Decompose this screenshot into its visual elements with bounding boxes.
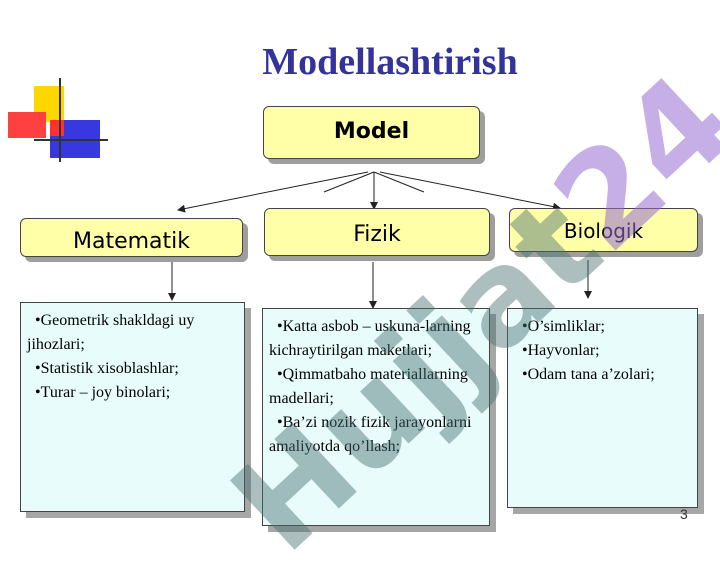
- connector-lines: [168, 171, 592, 309]
- list-fizik: •Katta asbob – uskuna-larning kichraytir…: [262, 308, 490, 526]
- list-biologik: •O’simliklar; •Hayvonlar; •Odam tana a’z…: [507, 308, 698, 508]
- list-item: •Hayvonlar;: [522, 342, 600, 359]
- branch-node-matematik: Matematik: [20, 218, 243, 257]
- list-item: •Odam tana a’zolari;: [522, 366, 655, 383]
- branch-node-label: Matematik: [72, 229, 190, 254]
- branch-node-fizik: Fizik: [264, 208, 490, 256]
- list-item: •Katta asbob – uskuna-larning kichraytir…: [269, 318, 471, 359]
- list-item: •Geometrik shakldagi uy jihozlari;: [27, 312, 195, 353]
- arrow-model-biologik: [379, 171, 561, 211]
- list-item: •Qimmatbaho materiallarning madellari;: [269, 366, 468, 407]
- branch-node-biologik: Biologik: [509, 208, 698, 252]
- list-item: •Turar – joy binolari;: [35, 384, 171, 401]
- branch-node-label: Fizik: [353, 222, 401, 247]
- page-number: 3: [680, 506, 688, 522]
- arrow-model-fan-b: [373, 171, 425, 193]
- list-item: •Ba’zi nozik fizik jarayonlarni amaliyot…: [269, 414, 472, 455]
- list-matematik: •Geometrik shakldagi uy jihozlari; •Stat…: [20, 302, 245, 512]
- root-node: Model: [263, 106, 480, 159]
- list-item: •Statistik xisoblashlar;: [35, 360, 179, 377]
- page-title: Modellashtirish: [262, 41, 518, 83]
- arrow-model-fan-a: [323, 171, 375, 193]
- branch-node-label: Biologik: [563, 219, 644, 243]
- arrow-model-matematik: [177, 171, 369, 213]
- list-item: •O’simliklar;: [522, 318, 605, 335]
- decorative-logo-icon: [8, 78, 108, 162]
- root-node-label: Model: [333, 119, 410, 144]
